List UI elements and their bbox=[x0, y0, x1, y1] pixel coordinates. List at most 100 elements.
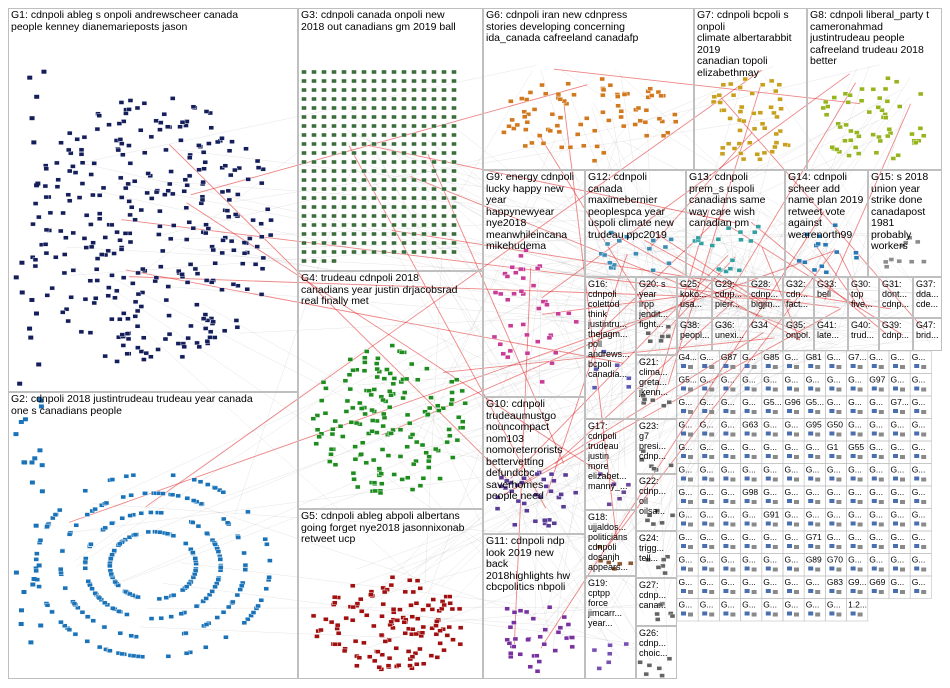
edge bbox=[412, 331, 721, 642]
node-g2 bbox=[127, 513, 133, 518]
node-g1 bbox=[55, 177, 61, 182]
node-g3 bbox=[391, 96, 397, 102]
node-g3 bbox=[441, 114, 447, 120]
group-box-g27: G27: cdnp... cana... bbox=[636, 578, 677, 626]
node-g3 bbox=[301, 249, 307, 255]
group-label-g38: G38: peopl... bbox=[680, 320, 709, 340]
group-label-g40: G40: trud... bbox=[851, 320, 875, 340]
tiny-group-label: G... bbox=[742, 375, 756, 385]
node-g2 bbox=[205, 482, 211, 487]
node-g3 bbox=[421, 87, 427, 93]
edge bbox=[378, 213, 846, 637]
tiny-node bbox=[709, 500, 715, 504]
node-g4 bbox=[373, 361, 380, 366]
node-g3 bbox=[431, 168, 437, 174]
edge bbox=[645, 233, 749, 323]
edge bbox=[661, 229, 716, 555]
edge bbox=[507, 308, 841, 494]
edge bbox=[551, 246, 612, 654]
node-g4 bbox=[403, 376, 410, 382]
tiny-node bbox=[850, 364, 856, 368]
node-g1 bbox=[148, 134, 155, 140]
node-g1 bbox=[29, 255, 36, 260]
node-g1 bbox=[78, 147, 85, 153]
tiny-group-label: G... bbox=[679, 487, 693, 497]
tiny-group-label: G63 bbox=[742, 420, 758, 430]
tiny-group-label: G... bbox=[785, 532, 799, 542]
node-g3 bbox=[371, 231, 377, 237]
node-g2 bbox=[178, 611, 185, 616]
tiny-group-label: G... bbox=[912, 442, 926, 452]
edge bbox=[597, 248, 729, 494]
node-g1 bbox=[36, 214, 42, 220]
edge bbox=[424, 229, 444, 585]
tiny-node bbox=[836, 500, 842, 504]
node-g2 bbox=[158, 615, 164, 621]
node-g4 bbox=[404, 412, 411, 418]
tiny-group-label: G5... bbox=[806, 397, 824, 407]
node-g3 bbox=[411, 222, 417, 228]
edge bbox=[799, 218, 836, 310]
group-label-g24: G24: trigg... tell... bbox=[639, 533, 665, 563]
node-g4 bbox=[420, 476, 427, 481]
node-g1 bbox=[106, 122, 112, 127]
tiny-node bbox=[857, 387, 863, 392]
tiny-node bbox=[794, 432, 799, 437]
node-g1 bbox=[106, 285, 112, 290]
tiny-group-label: G... bbox=[869, 532, 883, 542]
node-g3 bbox=[341, 150, 347, 156]
group-label-g41: G41: late... bbox=[817, 320, 840, 340]
tiny-node bbox=[702, 431, 708, 436]
node-g3 bbox=[331, 186, 337, 192]
tiny-group-label: G... bbox=[891, 532, 905, 542]
node-g3 bbox=[451, 69, 457, 75]
group-box-g11: G11: cdnpoli ndp look 2019 new back 2018… bbox=[483, 534, 585, 679]
edge bbox=[76, 380, 349, 567]
node-g3 bbox=[411, 168, 417, 174]
group-box-g20: G20: s year irpp jendit... fight... bbox=[636, 277, 677, 355]
tiny-group-label: G... bbox=[891, 352, 905, 362]
edge bbox=[145, 69, 762, 508]
node-g3 bbox=[371, 69, 377, 75]
group-label-g37: G37: dda... cde... bbox=[916, 279, 939, 309]
node-g3 bbox=[421, 195, 427, 201]
node-g3 bbox=[421, 213, 427, 219]
tiny-node bbox=[857, 522, 863, 527]
tiny-node bbox=[702, 499, 708, 503]
edge bbox=[208, 225, 650, 441]
node-g2 bbox=[203, 596, 209, 601]
edge bbox=[761, 246, 800, 340]
tiny-node bbox=[836, 477, 842, 482]
tiny-node bbox=[772, 365, 778, 369]
tiny-node bbox=[681, 566, 686, 571]
tiny-group-label: G... bbox=[742, 510, 756, 520]
node-g1 bbox=[226, 148, 233, 154]
node-g4 bbox=[402, 390, 408, 395]
group-box-g6: G6: cdnpoli iran new cdnpress stories de… bbox=[483, 8, 694, 170]
tiny-group-label: G7... bbox=[891, 397, 909, 407]
node-g4 bbox=[374, 366, 380, 372]
tiny-node bbox=[751, 477, 757, 482]
tiny-node bbox=[751, 365, 757, 369]
node-g3 bbox=[441, 105, 447, 111]
node-g1 bbox=[184, 280, 191, 285]
node-g3 bbox=[381, 132, 387, 138]
edge bbox=[512, 508, 669, 610]
edge bbox=[125, 269, 624, 364]
tiny-node bbox=[850, 566, 856, 571]
tiny-node bbox=[921, 410, 927, 414]
tiny-node bbox=[850, 431, 856, 436]
node-g2 bbox=[245, 617, 251, 622]
node-g3 bbox=[431, 132, 437, 138]
node-g4 bbox=[369, 418, 376, 423]
tiny-group-label: G... bbox=[679, 555, 693, 565]
node-g3 bbox=[331, 123, 337, 129]
node-g2 bbox=[170, 592, 177, 598]
node-g1 bbox=[65, 192, 72, 197]
tiny-node bbox=[815, 455, 821, 459]
node-g4 bbox=[380, 423, 386, 429]
node-g1 bbox=[156, 232, 162, 237]
node-g2 bbox=[110, 606, 116, 611]
node-g4 bbox=[353, 420, 360, 426]
edge bbox=[425, 138, 700, 338]
